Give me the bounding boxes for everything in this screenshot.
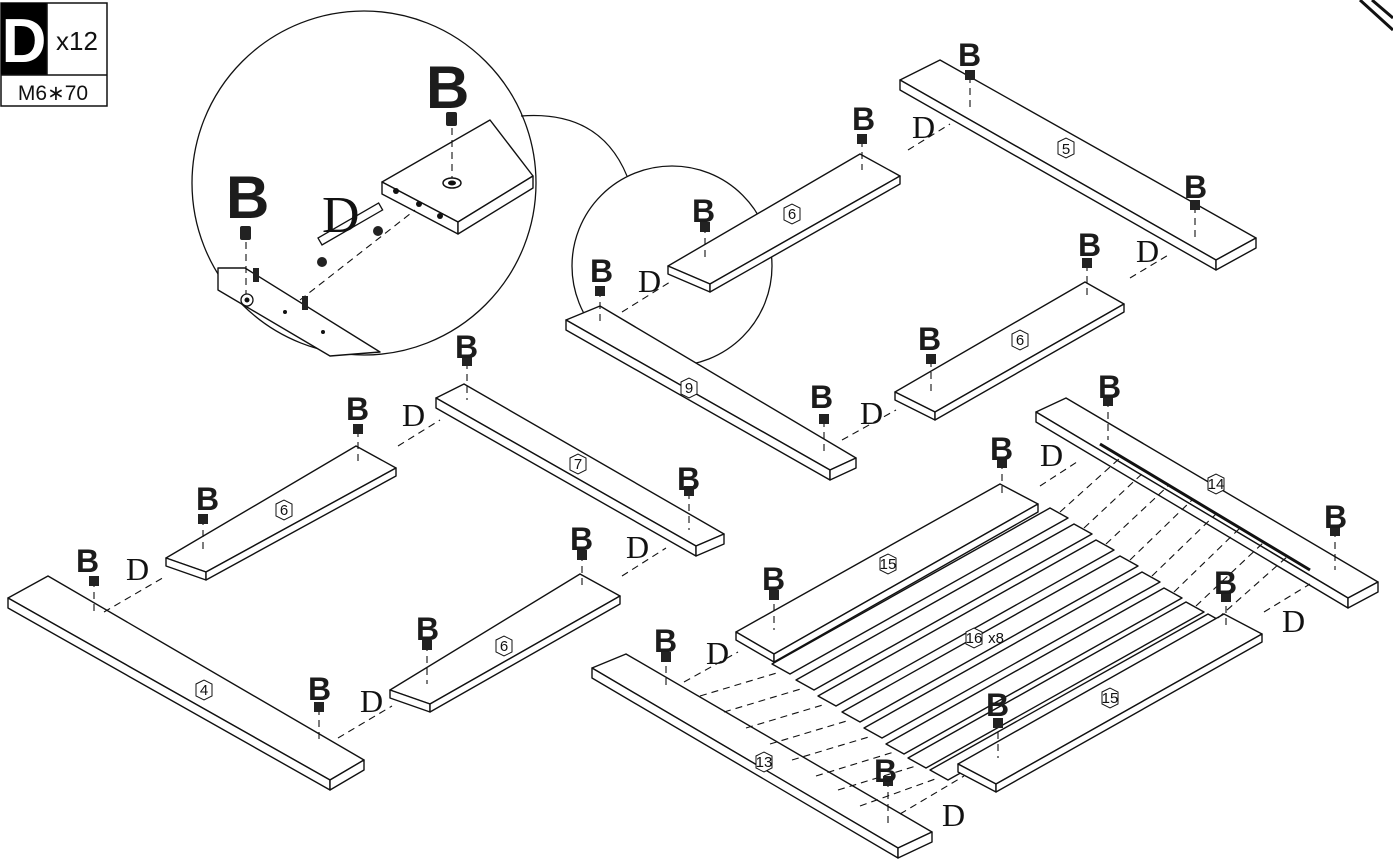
part-badge: 9 [680,377,698,399]
bolt-label: B [590,253,613,289]
part-badge: 6 [1011,329,1029,351]
bolt-label: B [196,481,219,517]
part-badge: 15 [879,553,897,575]
part-number: 6 [1016,332,1024,349]
dowel-label: D [912,109,935,145]
dowel-label: D [860,395,883,431]
bolt-label: B [852,101,875,137]
bolt-label: B [986,687,1009,723]
bolt-label: B [455,329,478,365]
part-badge: 13 [755,751,773,773]
bolt-label: B [654,623,677,659]
bolt-label: B [810,379,833,415]
part-number: 6 [280,502,288,519]
part-number: 16 [966,630,983,647]
part-quantity: x8 [988,630,1004,647]
part-number: 6 [788,206,796,223]
bolt-label: B [1078,227,1101,263]
dowel-label: D [638,263,661,299]
bolt-label: B [1324,499,1347,535]
hardware-legend: D x12 M6∗70 [0,2,108,107]
part-number: 4 [200,682,208,699]
bolt-label: B [76,543,99,579]
bolt-label: B [308,671,331,707]
bolt-label: B [416,611,439,647]
part-badge: 4 [195,679,213,701]
dowel-label: D [706,635,729,671]
bolt-label: B [1214,565,1237,601]
dowel-label: D [1282,603,1305,639]
dowel-label: D [402,397,425,433]
bolt-label: B [958,37,981,73]
legend-size: M6∗70 [18,82,88,105]
part-number: 6 [500,638,508,655]
bolt-label: B [762,561,785,597]
bolt-label: B [918,321,941,357]
part-badge: 5 [1057,137,1075,159]
slat-assembly: 14 15 16 x8 15 [591,369,1379,859]
bolt-label: B [226,164,269,231]
dowel-label: D [1136,233,1159,269]
part-badge: 6 [783,203,801,225]
part-number: 13 [756,754,773,771]
dowel-label: D [360,683,383,719]
part-number: 15 [1102,690,1119,707]
dowel-detail [299,202,416,301]
part-number: 9 [685,380,693,397]
part-number: 5 [1062,141,1070,158]
bolt-label: B [990,431,1013,467]
legend-quantity: x12 [56,26,98,56]
part-badge: 7 [569,453,587,475]
frame-assembly-upper: 5 6 6 9 [565,37,1257,481]
part-badge: 14 [1207,473,1225,495]
part-badge: 6 [495,635,513,657]
dowel-label: D [942,797,965,833]
part-number: 15 [880,556,897,573]
bolt-label: B [426,54,469,121]
dowel-label: D [626,529,649,565]
part-number: 7 [574,456,582,473]
bolt-label: B [1098,369,1121,405]
bolt-label: B [570,521,593,557]
bolt-label: B [677,461,700,497]
bolt-label: B [874,753,897,789]
part-badge: 6 [275,499,293,521]
dowel-label: D [1040,437,1063,473]
dowel-label: D [126,551,149,587]
bolt-label: B [692,193,715,229]
part-number: 14 [1208,476,1225,493]
bolt-label: B [346,391,369,427]
corner-mark [1358,0,1393,32]
detail-magnifier: B B D [191,10,773,367]
dowel-label: D [322,187,360,244]
part-badge: 15 [1101,687,1119,709]
part-badge: 16 x8 [965,627,1004,649]
frame-assembly-lower-left: 7 6 6 4 [7,329,725,791]
legend-part-letter: D [2,7,47,76]
bolt-label: B [1184,169,1207,205]
